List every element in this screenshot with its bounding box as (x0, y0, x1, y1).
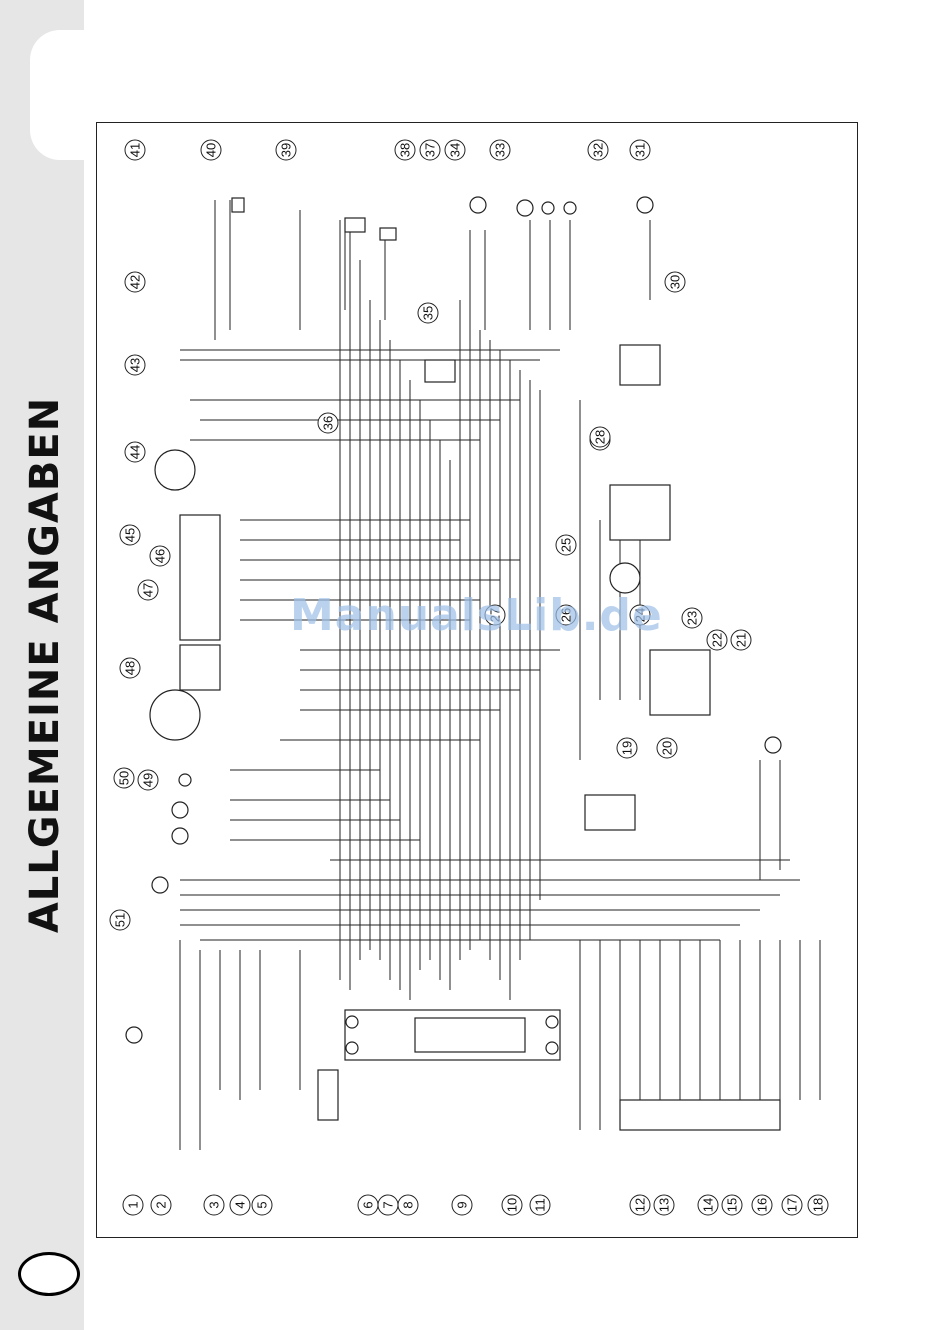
callout-label-32: 32 (591, 143, 606, 157)
callout-label-35: 35 (421, 306, 436, 320)
callout-label-9: 9 (455, 1201, 470, 1208)
callout-label-5: 5 (255, 1201, 270, 1208)
callout-label-10: 10 (505, 1198, 520, 1212)
callout-label-17: 17 (785, 1198, 800, 1212)
watermark: ManualsLib.de (290, 590, 663, 641)
callout-label-1: 1 (126, 1201, 141, 1208)
callout-label-49: 49 (141, 773, 156, 787)
callout-label-39: 39 (279, 143, 294, 157)
callout-label-43: 43 (128, 358, 143, 372)
callout-label-36: 36 (321, 416, 336, 430)
callout-label-34: 34 (448, 143, 463, 157)
callout-label-50: 50 (117, 771, 132, 785)
callout-label-28: 28 (593, 430, 608, 444)
callout-label-45: 45 (123, 528, 138, 542)
callout-label-33: 33 (493, 143, 508, 157)
callout-label-25: 25 (559, 538, 574, 552)
callout-label-46: 46 (153, 549, 168, 563)
callout-label-8: 8 (401, 1201, 416, 1208)
callout-label-41: 41 (128, 143, 143, 157)
callout-label-19: 19 (620, 741, 635, 755)
callout-label-47: 47 (141, 583, 156, 597)
callout-label-51: 51 (113, 913, 128, 927)
callout-label-31: 31 (633, 143, 648, 157)
callout-label-12: 12 (633, 1198, 648, 1212)
callout-label-6: 6 (361, 1201, 376, 1208)
callout-label-2: 2 (154, 1201, 169, 1208)
callout-label-30: 30 (668, 275, 683, 289)
callout-label-42: 42 (128, 275, 143, 289)
callout-label-4: 4 (233, 1201, 248, 1208)
callout-label-20: 20 (660, 741, 675, 755)
callout-label-18: 18 (811, 1198, 826, 1212)
callout-label-48: 48 (123, 661, 138, 675)
callout-label-23: 23 (685, 611, 700, 625)
callout-label-22: 22 (710, 633, 725, 647)
callout-label-15: 15 (725, 1198, 740, 1212)
callout-label-13: 13 (657, 1198, 672, 1212)
callout-label-14: 14 (701, 1198, 716, 1212)
callout-label-21: 21 (734, 633, 749, 647)
callout-label-40: 40 (204, 143, 219, 157)
callout-label-11: 11 (533, 1198, 548, 1212)
callout-label-3: 3 (207, 1201, 222, 1208)
callout-label-37: 37 (423, 143, 438, 157)
callout-label-44: 44 (128, 445, 143, 459)
callout-label-7: 7 (381, 1201, 396, 1208)
callout-label-38: 38 (398, 143, 413, 157)
callout-label-16: 16 (755, 1198, 770, 1212)
